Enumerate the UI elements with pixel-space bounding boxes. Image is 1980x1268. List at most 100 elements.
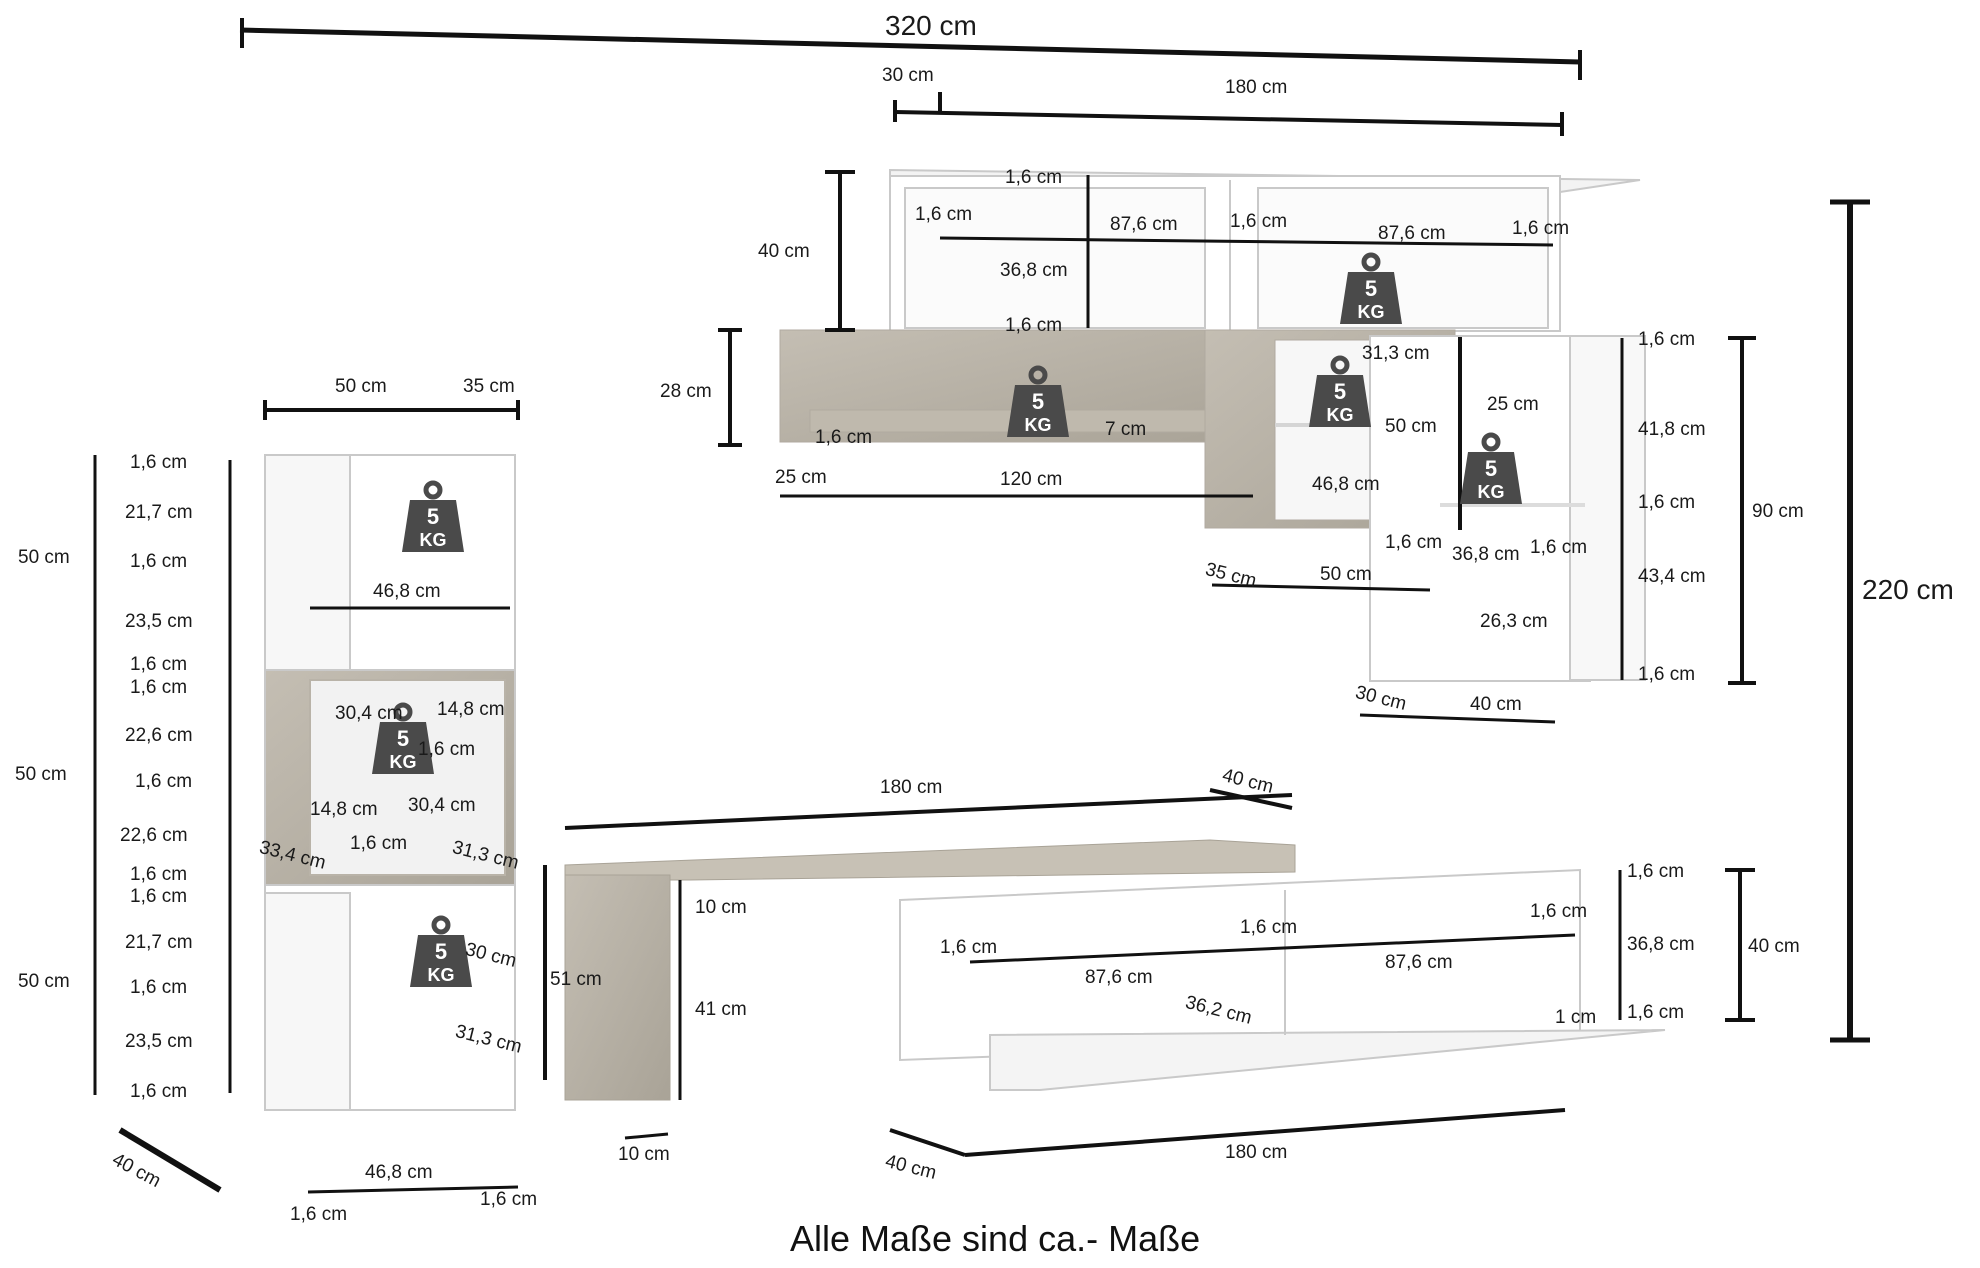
dim-label: 1,6 cm bbox=[1240, 917, 1298, 938]
dim-label: 26,3 cm bbox=[1480, 611, 1548, 632]
dim-label: 23,5 cm bbox=[125, 1031, 193, 1052]
lowboard bbox=[899, 868, 1666, 1091]
dim-label: 1,6 cm bbox=[915, 204, 973, 225]
dim-label: 1,6 cm bbox=[130, 1081, 188, 1102]
svg-text:KG: KG bbox=[390, 752, 417, 772]
dim-label: 1,6 cm bbox=[1638, 492, 1696, 513]
dim-label: 31,3 cm bbox=[1362, 343, 1430, 364]
dim-label: 41 cm bbox=[695, 999, 747, 1020]
svg-text:5: 5 bbox=[1032, 389, 1044, 414]
dim-label: 1,6 cm bbox=[290, 1204, 348, 1225]
dim-label: 23,5 cm bbox=[125, 611, 193, 632]
dim-label: 25 cm bbox=[1487, 394, 1539, 415]
dim-label: 36,8 cm bbox=[1627, 934, 1695, 955]
dim-label: 180 cm bbox=[1225, 1142, 1288, 1163]
dim-label: 1,6 cm bbox=[350, 833, 408, 854]
svg-text:KG: KG bbox=[1327, 405, 1354, 425]
dim-label: 87,6 cm bbox=[1378, 223, 1446, 244]
dim-label: 87,6 cm bbox=[1385, 952, 1453, 973]
dim-label: 7 cm bbox=[1105, 419, 1147, 440]
dim-label: 50 cm bbox=[1385, 416, 1437, 437]
dim-label: 87,6 cm bbox=[1085, 967, 1153, 988]
dim-label: 1,6 cm bbox=[940, 937, 998, 958]
dim-label: 1,6 cm bbox=[1385, 532, 1443, 553]
dim-label: 1,6 cm bbox=[135, 771, 193, 792]
dim-label: 30,4 cm bbox=[335, 703, 403, 724]
dim-label: 46,8 cm bbox=[365, 1162, 433, 1183]
dim-label: 21,7 cm bbox=[125, 502, 193, 523]
svg-text:5: 5 bbox=[397, 726, 409, 751]
dim-label: 50 cm bbox=[335, 376, 387, 397]
footer-note: Alle Maße sind ca.- Maße bbox=[790, 1218, 1201, 1259]
dim-label: 50 cm bbox=[15, 764, 67, 785]
dim-label: 25 cm bbox=[775, 467, 827, 488]
dimension-lines bbox=[93, 18, 1870, 1194]
dim-label: 46,8 cm bbox=[373, 581, 441, 602]
dim-label: 36,8 cm bbox=[1452, 544, 1520, 565]
dim-label: 28 cm bbox=[660, 381, 712, 402]
dim-label: 1,6 cm bbox=[130, 654, 188, 675]
dim-label: 10 cm bbox=[695, 897, 747, 918]
dim-label: 51 cm bbox=[550, 969, 602, 990]
badge-num: 5 bbox=[1365, 276, 1377, 301]
svg-text:KG: KG bbox=[420, 530, 447, 550]
dim-label: 50 cm bbox=[18, 971, 70, 992]
dim-label: 120 cm bbox=[1000, 469, 1063, 490]
dim-label: 40 cm bbox=[1470, 694, 1522, 715]
dim-label: 50 cm bbox=[1320, 564, 1372, 585]
badge-unit: KG bbox=[1358, 302, 1385, 322]
dim-label: 21,7 cm bbox=[125, 932, 193, 953]
dim-label: 22,6 cm bbox=[120, 825, 188, 846]
dim-label: 90 cm bbox=[1752, 501, 1804, 522]
svg-text:5: 5 bbox=[435, 939, 447, 964]
dim-label: 180 cm bbox=[880, 777, 943, 798]
bench bbox=[564, 839, 1296, 1101]
dim-label: 1,6 cm bbox=[130, 864, 188, 885]
dim-label: 1,6 cm bbox=[1627, 1002, 1685, 1023]
dim-label: 1,6 cm bbox=[1638, 664, 1696, 685]
overall-height-label: 220 cm bbox=[1862, 574, 1954, 605]
dim-label: 1,6 cm bbox=[130, 551, 188, 572]
dim-label: 1 cm bbox=[1555, 1007, 1597, 1028]
dim-label: 1,6 cm bbox=[1530, 901, 1588, 922]
dim-label: 50 cm bbox=[18, 547, 70, 568]
svg-text:5: 5 bbox=[427, 504, 439, 529]
dim-label: 1,6 cm bbox=[418, 739, 476, 760]
dim-label: 1,6 cm bbox=[1638, 329, 1696, 350]
dim-label: 22,6 cm bbox=[125, 725, 193, 746]
overall-width-label: 320 cm bbox=[885, 10, 977, 41]
dim-label: 40 cm bbox=[758, 241, 810, 262]
dim-label: 41,8 cm bbox=[1638, 419, 1706, 440]
dim-label: 180 cm bbox=[1225, 77, 1288, 98]
dim-label: 1,6 cm bbox=[1512, 218, 1570, 239]
dim-label: 1,6 cm bbox=[1230, 211, 1288, 232]
dim-label: 1,6 cm bbox=[130, 977, 188, 998]
dim-label: 46,8 cm bbox=[1312, 474, 1380, 495]
dim-label: 1,6 cm bbox=[1627, 861, 1685, 882]
tall-wall-cabinet bbox=[1369, 335, 1646, 682]
svg-text:KG: KG bbox=[428, 965, 455, 985]
dim-label: 30,4 cm bbox=[408, 795, 476, 816]
dim-label: 1,6 cm bbox=[130, 886, 188, 907]
svg-text:5: 5 bbox=[1485, 456, 1497, 481]
dim-label: 35 cm bbox=[463, 376, 515, 397]
dim-label: 36,8 cm bbox=[1000, 260, 1068, 281]
dim-label: 30 cm bbox=[882, 65, 934, 86]
dim-label: 1,6 cm bbox=[1530, 537, 1588, 558]
dim-label: 14,8 cm bbox=[310, 799, 378, 820]
dim-label: 1,6 cm bbox=[1005, 167, 1063, 188]
dim-label: 43,4 cm bbox=[1638, 566, 1706, 587]
dim-label: 1,6 cm bbox=[480, 1189, 538, 1210]
top-wall-shelf bbox=[889, 168, 1641, 332]
dim-label: 1,6 cm bbox=[130, 677, 188, 698]
dim-label: 1,6 cm bbox=[130, 452, 188, 473]
dim-label: 1,6 cm bbox=[1005, 315, 1063, 336]
